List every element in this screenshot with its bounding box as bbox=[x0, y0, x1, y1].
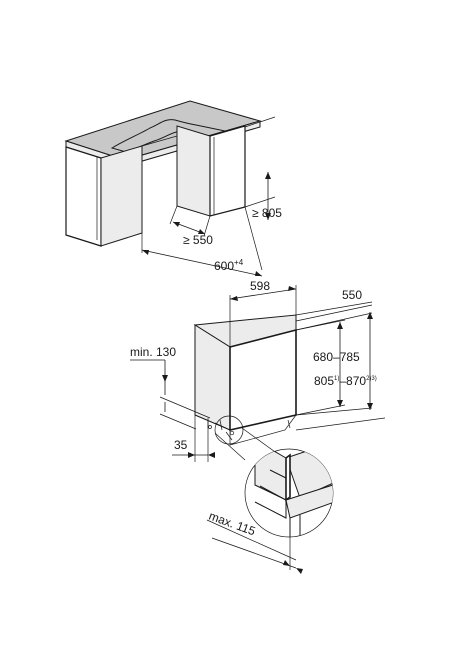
dim-width-line bbox=[141, 249, 263, 277]
left-cabinet-side bbox=[100, 145, 143, 247]
niche-illustration: ≥ 805 ≥ 550 600+4 bbox=[64, 100, 282, 277]
dim-550-line bbox=[295, 304, 373, 322]
dim-max-115-line bbox=[211, 537, 297, 569]
label-depth-550-top: 550 bbox=[342, 288, 362, 302]
label-width-600-sup: +4 bbox=[234, 258, 244, 267]
right-cabinet-front bbox=[209, 125, 246, 217]
dim-598-line bbox=[229, 288, 297, 300]
label-min-130: min. 130 bbox=[130, 345, 176, 359]
detail-magnified: max. 115 bbox=[206, 448, 334, 574]
label-width-598: 598 bbox=[250, 279, 270, 293]
label-870-sup: 2)3) bbox=[366, 376, 377, 382]
label-height-680-785: 680–785 bbox=[313, 350, 360, 364]
detail-marker-circle bbox=[214, 415, 244, 445]
label-805-base: 805 bbox=[314, 374, 334, 388]
label-height-805: ≥ 805 bbox=[252, 206, 282, 220]
label-870-base: –870 bbox=[339, 374, 366, 388]
left-cabinet-front bbox=[65, 146, 102, 247]
dishwasher-illustration: 598 550 680–785 8051)–8702)3) min. 130 bbox=[130, 279, 386, 471]
label-height-805-870: 8051)–8702)3) bbox=[314, 374, 377, 388]
label-35: 35 bbox=[174, 438, 188, 452]
right-cabinet-side bbox=[176, 125, 211, 217]
label-width-600-base: 600 bbox=[214, 259, 234, 273]
label-805-sup: 1) bbox=[334, 376, 339, 382]
label-width-600: 600+4 bbox=[214, 258, 244, 273]
dishwasher-front-panel bbox=[229, 328, 297, 432]
label-depth-550: ≥ 550 bbox=[183, 233, 213, 247]
